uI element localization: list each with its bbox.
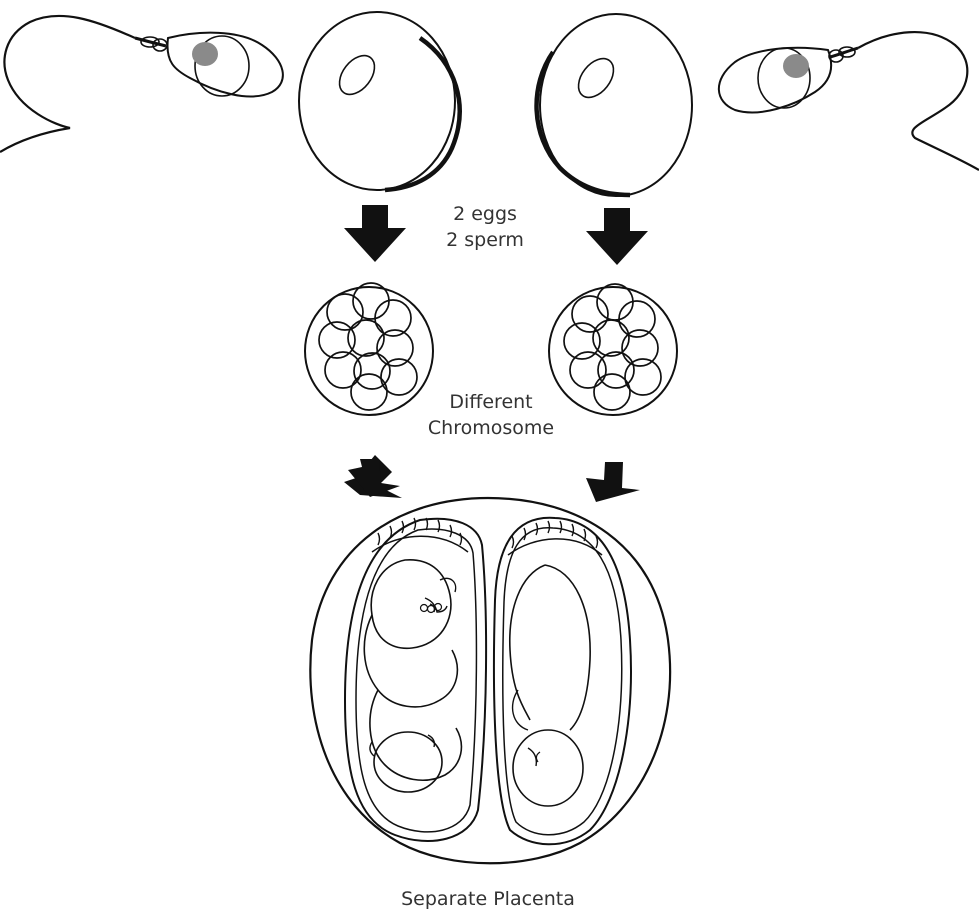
gametes-label-line1: 2 eggs (453, 203, 517, 225)
diagram-labels: 2 eggs 2 sperm Different Chromosome Sepa… (401, 203, 575, 910)
left-morula-icon (305, 283, 433, 415)
right-womb-arrow-icon (586, 462, 640, 502)
placenta-label: Separate Placenta (401, 888, 575, 910)
chromosome-label-line2: Chromosome (428, 417, 554, 439)
womb-twins-icon (310, 498, 670, 863)
left-womb-arrow-icon (344, 455, 402, 498)
left-egg-arrow-icon (344, 205, 406, 262)
right-sperm-icon (719, 32, 979, 170)
left-sperm-icon (0, 16, 283, 152)
gametes-label-line2: 2 sperm (446, 229, 524, 251)
left-egg-icon (299, 12, 460, 190)
chromosome-label-line1: Different (449, 391, 532, 413)
right-morula-icon (549, 284, 677, 415)
right-egg-icon (537, 14, 692, 196)
right-egg-arrow-icon (586, 208, 648, 265)
